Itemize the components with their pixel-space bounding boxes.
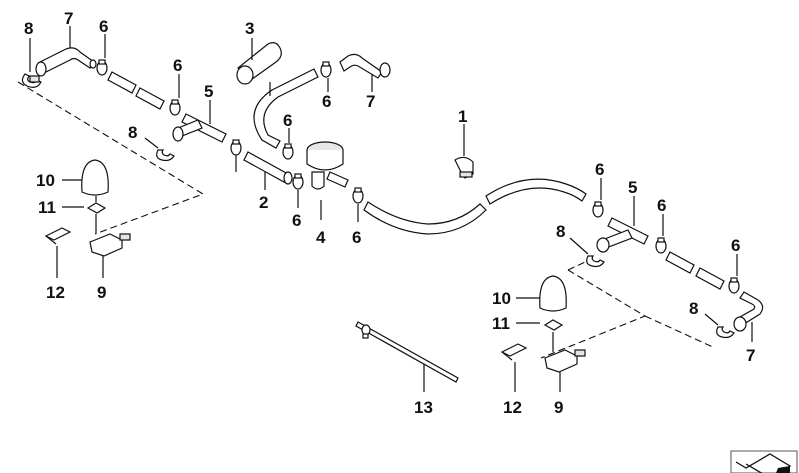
callout-10-left[interactable]: 10	[36, 171, 55, 190]
hose-part-3[interactable]	[236, 42, 282, 85]
callout-7-right[interactable]: 7	[746, 346, 755, 365]
callout-11-right[interactable]: 11	[492, 314, 510, 333]
leader-8d	[704, 313, 719, 326]
callout-11-left[interactable]: 11	[38, 198, 56, 217]
t-connector-part-5-right[interactable]	[596, 217, 649, 253]
t-connector-part-5-left[interactable]	[172, 113, 227, 143]
hose-part-2[interactable]	[243, 151, 293, 185]
callout-1[interactable]: 1	[458, 107, 467, 126]
check-valve-part-4[interactable]	[306, 141, 349, 190]
elbow-part-7-right[interactable]	[733, 291, 764, 332]
clip-part-8-top-left[interactable]	[21, 73, 42, 88]
clamp-part-6[interactable]	[728, 277, 740, 294]
clamp-part-6[interactable]	[282, 143, 294, 160]
callout-9-right[interactable]: 9	[554, 398, 563, 417]
callout-8-top-left[interactable]: 8	[24, 19, 33, 38]
hose-segment	[695, 267, 725, 290]
callout-6h[interactable]: 6	[657, 196, 666, 215]
clamp-part-12-right[interactable]	[500, 343, 528, 361]
cable-tie-part-13[interactable]	[355, 321, 459, 383]
hose-segment	[665, 251, 695, 274]
callout-8-lower-right[interactable]: 8	[689, 299, 698, 318]
hose-segment	[135, 87, 165, 110]
callout-12-right[interactable]: 12	[503, 398, 522, 417]
callout-5-left[interactable]: 5	[204, 82, 213, 101]
callout-6g[interactable]: 6	[595, 160, 604, 179]
assembly-line-left	[17, 81, 205, 235]
clip-part-8-mid-left[interactable]	[156, 149, 175, 162]
clamp-part-6[interactable]	[320, 61, 332, 78]
hose-bent	[253, 68, 319, 149]
elbow-part-7-top-left[interactable]	[35, 47, 97, 77]
clamp-part-6[interactable]	[655, 237, 667, 254]
clamp-part-6[interactable]	[169, 99, 181, 116]
callout-12-left[interactable]: 12	[46, 283, 65, 302]
nozzle-part-9-left[interactable]	[89, 233, 131, 257]
clamp-part-6[interactable]	[96, 59, 108, 76]
nozzle-part-9-right[interactable]	[544, 349, 586, 373]
callout-7-top-center[interactable]: 7	[366, 92, 375, 111]
callout-8-right[interactable]: 8	[556, 222, 565, 241]
callout-2[interactable]: 2	[259, 193, 268, 212]
assembly-line-right-c	[567, 261, 586, 271]
hose-long-b	[485, 178, 587, 205]
hose-holder-part-1[interactable]	[454, 156, 474, 179]
clip-part-8-lower-right[interactable]	[716, 326, 735, 339]
callout-6a[interactable]: 6	[99, 17, 108, 36]
gasket-part-11-left[interactable]	[86, 202, 107, 214]
callout-9-left[interactable]: 9	[97, 283, 106, 302]
cap-part-10-left[interactable]	[81, 159, 109, 196]
leader-8c	[569, 237, 589, 255]
callout-6f[interactable]: 6	[352, 228, 361, 247]
callout-13[interactable]: 13	[414, 398, 433, 417]
callout-8-mid-left[interactable]: 8	[128, 123, 137, 142]
callout-6b[interactable]: 6	[173, 56, 182, 75]
cap-part-10-right[interactable]	[539, 275, 567, 312]
clamp-part-6[interactable]	[292, 173, 304, 190]
box-arrow-icon	[730, 450, 798, 473]
callout-4[interactable]: 4	[316, 228, 326, 247]
clamp-part-6[interactable]	[230, 139, 242, 156]
leader-8b	[144, 137, 159, 149]
elbow-part-7-top-center[interactable]	[339, 53, 391, 79]
callout-3[interactable]: 3	[245, 19, 254, 38]
callout-6i[interactable]: 6	[731, 236, 740, 255]
callout-6d[interactable]: 6	[283, 111, 292, 130]
callout-10-right[interactable]: 10	[492, 289, 511, 308]
callout-7-top-left[interactable]: 7	[64, 9, 73, 28]
callout-6c[interactable]: 6	[322, 92, 331, 111]
clamp-part-6[interactable]	[352, 187, 364, 204]
clip-part-8-right[interactable]	[586, 255, 605, 268]
hose-segment	[107, 71, 137, 94]
callout-5-right[interactable]: 5	[628, 178, 637, 197]
callout-6e[interactable]: 6	[292, 211, 301, 230]
gasket-part-11-right[interactable]	[543, 319, 564, 331]
hose-long-a	[363, 201, 487, 235]
clamp-part-12-left[interactable]	[44, 227, 72, 245]
clamp-part-6[interactable]	[592, 201, 604, 218]
assembly-line-right-b	[644, 315, 716, 349]
